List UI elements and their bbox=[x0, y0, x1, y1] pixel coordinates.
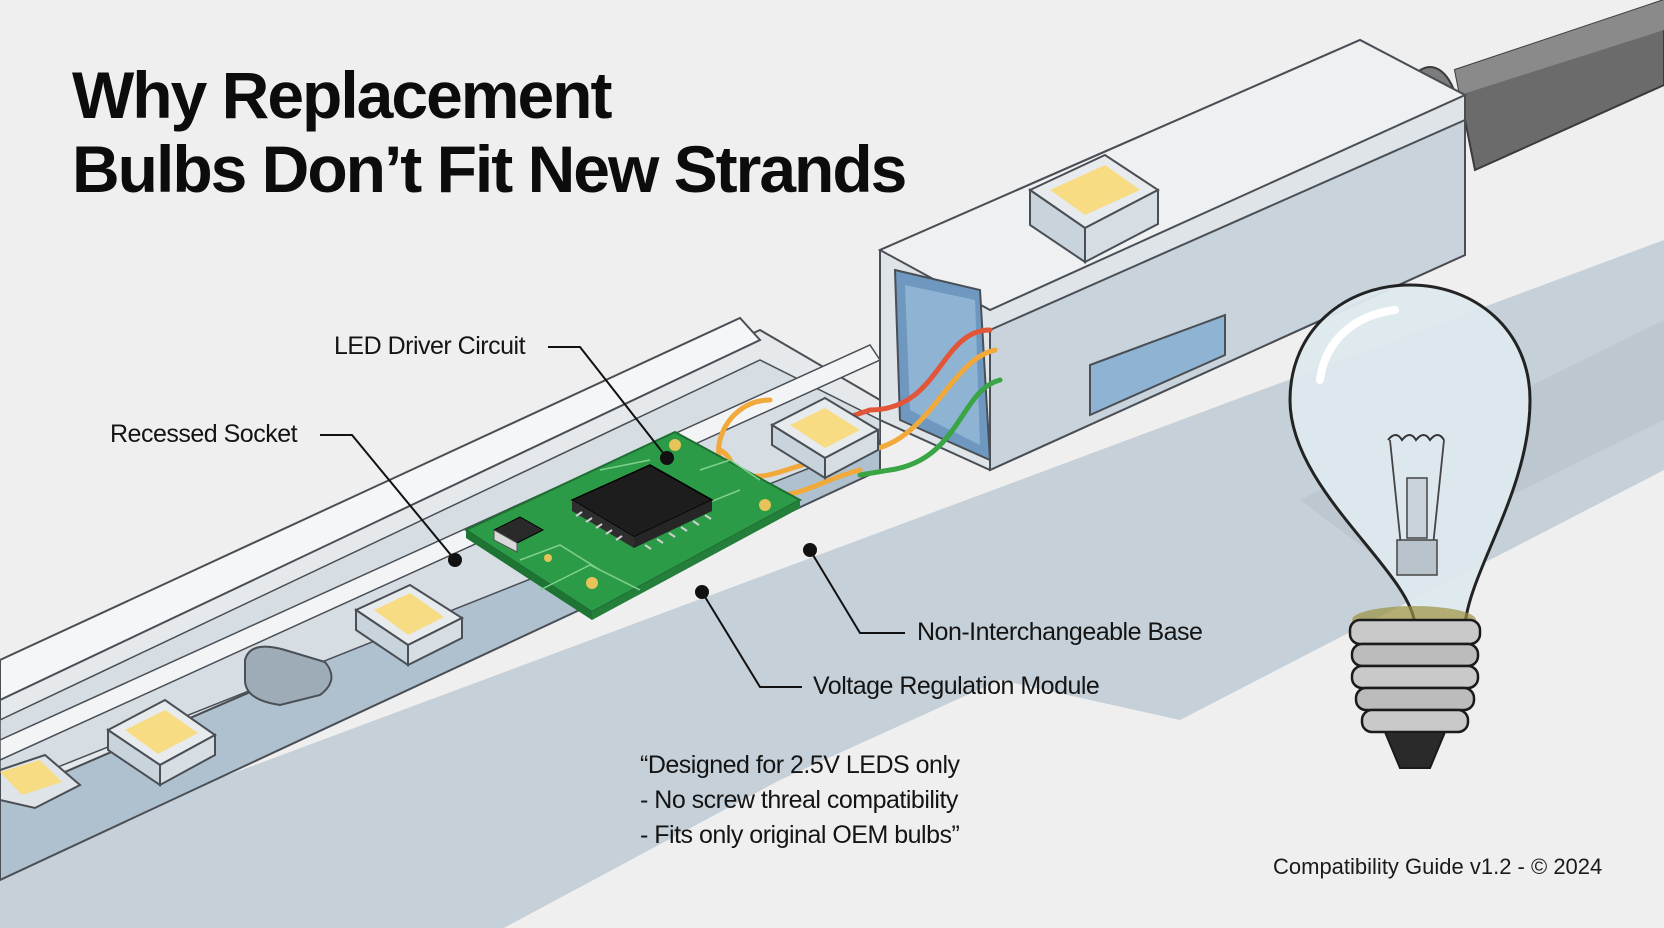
led-chip-1 bbox=[0, 753, 82, 810]
led-chip-5 bbox=[1027, 153, 1160, 264]
leader-dots bbox=[448, 451, 817, 599]
leader-lines bbox=[320, 346, 905, 688]
title-line-1: Why Replacement bbox=[72, 58, 612, 132]
callout-non-interchangeable-base: Non-Interchangeable Base bbox=[917, 618, 1203, 646]
led-chip-3 bbox=[353, 583, 465, 667]
callout-voltage-regulation-module: Voltage Regulation Module bbox=[813, 672, 1100, 700]
note-line-3: - Fits only original OEM bulbs” bbox=[640, 821, 960, 849]
footer-credit: Compatibility Guide v1.2 - © 2024 bbox=[1273, 854, 1603, 879]
strip-shadow bbox=[0, 240, 1664, 928]
leader-voltage-regulation bbox=[701, 591, 802, 688]
page-title: Why Replacement Bulbs Don’t Fit New Stra… bbox=[72, 58, 907, 206]
note-line-2: - No screw threal compatibility bbox=[640, 786, 958, 814]
callout-recessed-socket: Recessed Socket bbox=[110, 420, 298, 448]
socket-cutout bbox=[244, 645, 333, 707]
strip-rail bbox=[0, 316, 762, 702]
incandescent-bulb-icon bbox=[1288, 283, 1532, 769]
note-line-1: “Designed for 2.5V LEDS only bbox=[640, 751, 960, 779]
leader-non-interchangeable bbox=[809, 549, 905, 634]
led-chip-4 bbox=[769, 396, 881, 480]
callout-led-driver-circuit: LED Driver Circuit bbox=[334, 332, 526, 360]
leader-led-driver bbox=[548, 346, 668, 459]
leader-recessed-socket bbox=[320, 434, 456, 561]
pcb-board bbox=[463, 430, 803, 620]
led-chip-2 bbox=[106, 698, 217, 787]
title-line-2: Bulbs Don’t Fit New Strands bbox=[72, 132, 907, 206]
compatibility-note: “Designed for 2.5V LEDS only - No screw … bbox=[640, 748, 960, 853]
